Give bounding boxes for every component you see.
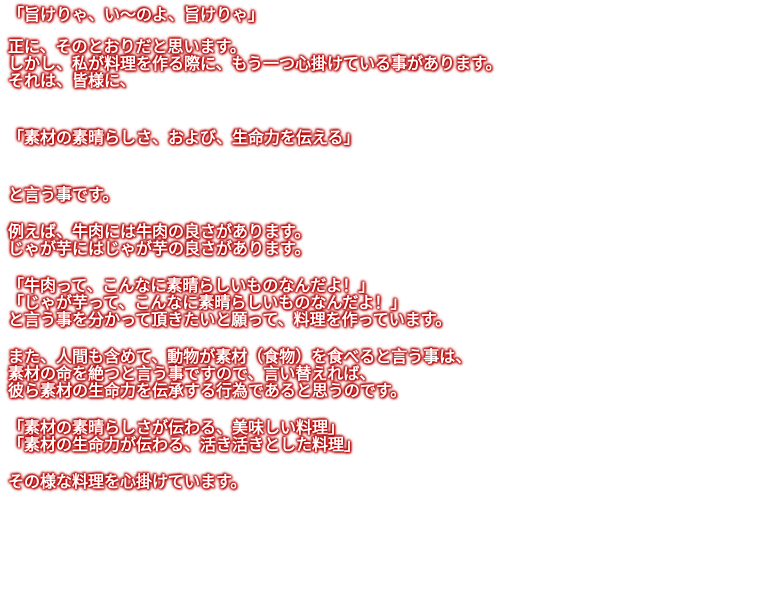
text-line: 「素材の素晴らしさが伝わる、美味しい料理」 xyxy=(8,418,345,437)
paragraph-gap xyxy=(8,146,756,186)
text-line: しかし、私が料理を作る際に、もう一つ心掛けている事があります。 xyxy=(8,54,502,73)
example-paragraph: 例えば、牛肉には牛肉の良さがあります。 じゃが芋にはじゃが芋の良さがあります。 xyxy=(8,223,756,257)
paragraph-gap xyxy=(8,257,756,277)
opening-quote: 「旨けりゃ、い～のよ、旨けりゃ」 xyxy=(8,6,756,23)
message-text-block: 「旨けりゃ、い～のよ、旨けりゃ」 正に、そのとおりだと思います。 しかし、私が料… xyxy=(8,6,756,490)
philosophy-paragraph: また、人間も含めて、動物が素材（食物）を食べると言う事は、 素材の命を絶つと言う… xyxy=(8,348,756,399)
text-line: また、人間も含めて、動物が素材（食物）を食べると言う事は、 xyxy=(8,347,472,366)
text-line: 例えば、牛肉には牛肉の良さがあります。 xyxy=(8,222,311,241)
text-line: 「牛肉って、こんなに素晴らしいものなんだよ！」 xyxy=(8,276,375,295)
paragraph-gap xyxy=(8,23,756,38)
paragraph-gap xyxy=(8,453,756,473)
paragraph-gap xyxy=(8,399,756,419)
paragraph-gap xyxy=(8,89,756,129)
paragraph-gap xyxy=(8,328,756,348)
text-line: 「旨けりゃ、い～のよ、旨けりゃ」 xyxy=(8,5,265,24)
conclusion-line: と言う事です。 xyxy=(8,186,756,203)
wish-paragraph: 「牛肉って、こんなに素晴らしいものなんだよ！」 「じゃが芋って、こんなに素晴らし… xyxy=(8,277,756,328)
text-line: それは、皆様に、 xyxy=(8,71,136,90)
intro-paragraph: 正に、そのとおりだと思います。 しかし、私が料理を作る際に、もう一つ心掛けている… xyxy=(8,38,756,89)
text-line: 「素材の素晴らしさ、および、生命力を伝える」 xyxy=(8,128,360,147)
text-line: 「素材の生命力が伝わる、活き活きとした料理」 xyxy=(8,435,361,454)
closing-line: その様な料理を心掛けています。 xyxy=(8,473,756,490)
text-line: と言う事です。 xyxy=(8,185,119,204)
text-line: 素材の命を絶つと言う事ですので、言い替えれば、 xyxy=(8,364,376,383)
text-line: と言う事を分かって頂きたいと願って、料理を作っています。 xyxy=(8,310,452,329)
paragraph-gap xyxy=(8,203,756,223)
core-message: 「素材の素晴らしさ、および、生命力を伝える」 xyxy=(8,129,756,146)
text-line: 「じゃが芋って、こんなに素晴らしいものなんだよ！」 xyxy=(8,293,407,312)
goals-paragraph: 「素材の素晴らしさが伝わる、美味しい料理」 「素材の生命力が伝わる、活き活きとし… xyxy=(8,419,756,453)
text-line: その様な料理を心掛けています。 xyxy=(8,472,247,491)
text-line: じゃが芋にはじゃが芋の良さがあります。 xyxy=(8,239,311,258)
text-line: 正に、そのとおりだと思います。 xyxy=(8,37,246,56)
text-line: 彼ら素材の生命力を伝承する行為であると思うのです。 xyxy=(8,381,407,400)
